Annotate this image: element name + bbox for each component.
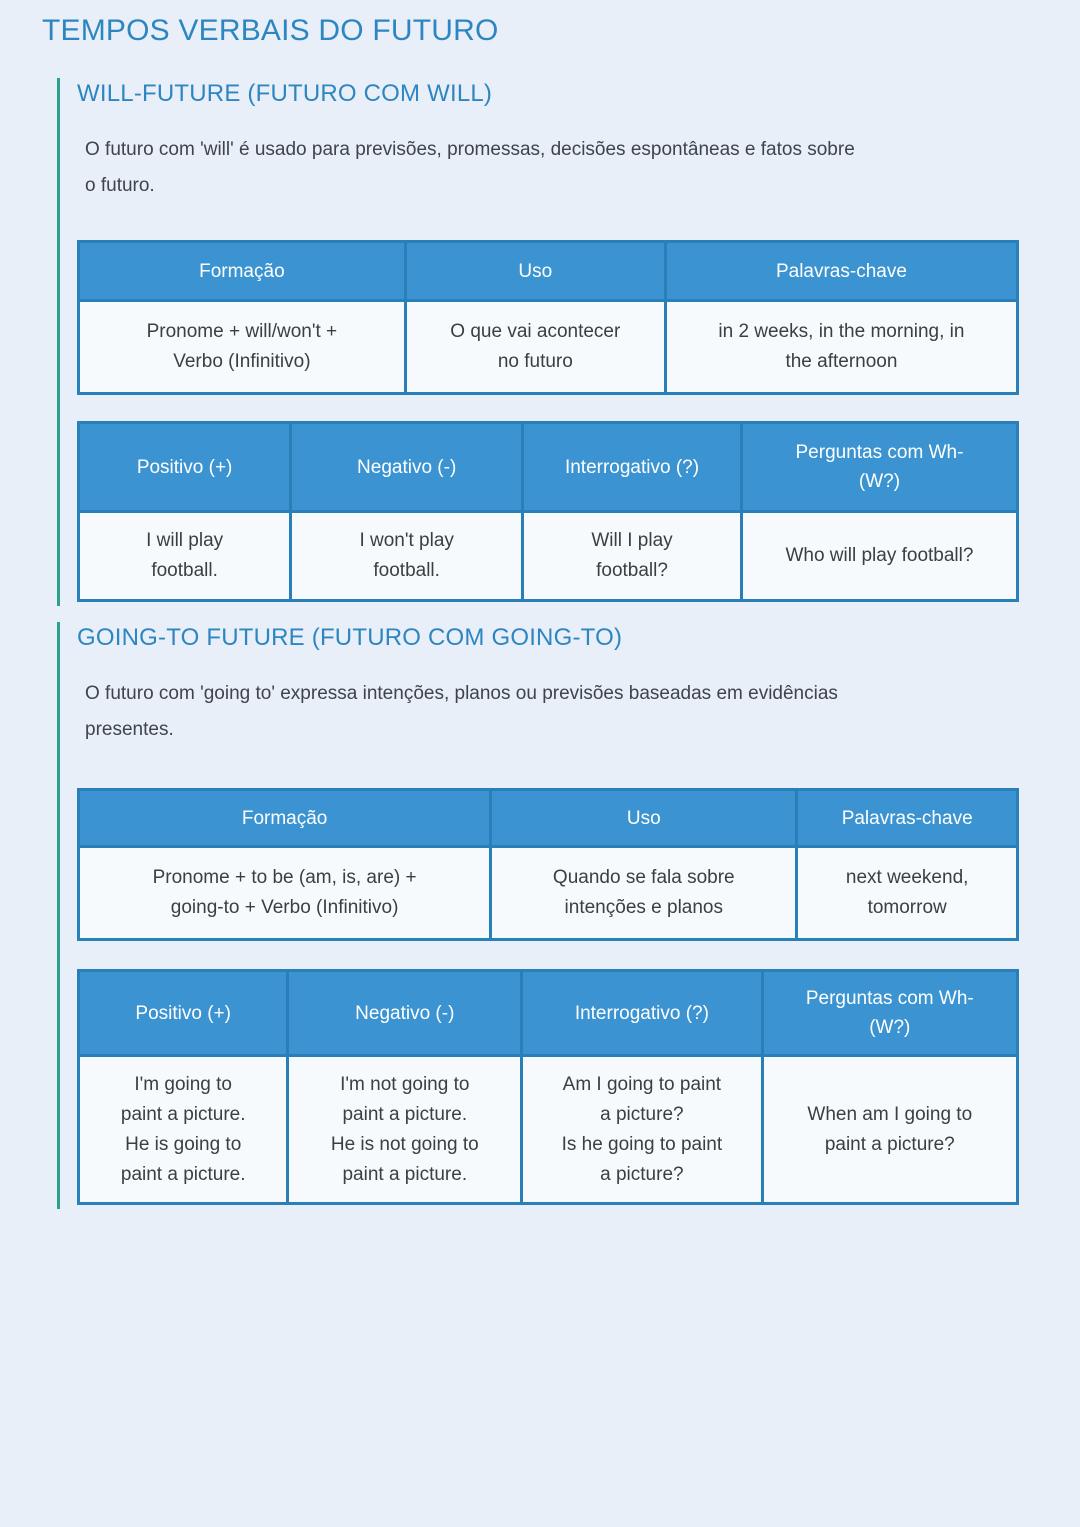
header-cell-positivo: Positivo (+)	[76, 421, 293, 513]
header-cell-palavras-chave: Palavras-chave	[663, 240, 1020, 302]
table-header-row: Positivo (+) Negativo (-) Interrogativo …	[76, 421, 1020, 513]
header-cell-negativo: Negativo (-)	[286, 969, 524, 1057]
header-cell-negativo: Negativo (-)	[289, 421, 525, 513]
cell-uso: O que vai acontecer no futuro	[403, 299, 667, 395]
header-cell-formacao: Formação	[77, 240, 407, 302]
cell-perguntas-wh: When am I going to paint a picture?	[760, 1054, 1020, 1205]
table-row: Pronome + will/won't + Verbo (Infinitivo…	[77, 299, 1020, 395]
section-description: O futuro com 'will' é usado para previsõ…	[85, 139, 855, 196]
section-heading: WILL-FUTURE (FUTURO COM WILL)	[77, 80, 493, 107]
cell-negativo: I'm not going to paint a picture. He is …	[286, 1054, 524, 1205]
cell-positivo: I'm going to paint a picture. He is goin…	[76, 1054, 290, 1205]
section-description: O futuro com 'going to' expressa intençõ…	[85, 683, 838, 740]
will-formation-table: Formação Uso Palavras-chave Pronome + wi…	[77, 240, 1020, 395]
cell-formacao: Pronome + will/won't + Verbo (Infinitivo…	[77, 299, 407, 395]
table-header-row: Formação Uso Palavras-chave	[76, 788, 1019, 848]
header-cell-perguntas-wh: Perguntas com Wh- (W?)	[760, 969, 1020, 1057]
will-sentence-forms-table: Positivo (+) Negativo (-) Interrogativo …	[76, 421, 1020, 602]
section-will-future: WILL-FUTURE (FUTURO COM WILL) O futuro c…	[57, 78, 1020, 606]
cell-uso: Quando se fala sobre intenções e planos	[489, 845, 799, 941]
cell-interrogativo: Am I going to paint a picture? Is he goi…	[520, 1054, 764, 1205]
cell-formacao: Pronome + to be (am, is, are) + going-to…	[76, 845, 493, 941]
cell-perguntas-wh: Who will play football?	[739, 510, 1020, 602]
section-heading: GOING-TO FUTURE (FUTURO COM GOING-TO)	[77, 624, 623, 651]
header-cell-formacao: Formação	[76, 788, 493, 848]
header-cell-interrogativo: Interrogativo (?)	[520, 969, 764, 1057]
header-cell-perguntas-wh: Perguntas com Wh- (W?)	[739, 421, 1020, 513]
table-header-row: Positivo (+) Negativo (-) Interrogativo …	[76, 969, 1020, 1057]
cell-palavras-chave: next weekend, tomorrow	[795, 845, 1019, 941]
header-cell-uso: Uso	[489, 788, 799, 848]
cell-palavras-chave: in 2 weeks, in the morning, in the after…	[663, 299, 1020, 395]
page-title: TEMPOS VERBAIS DO FUTURO	[42, 14, 499, 47]
cell-positivo: I will play football.	[76, 510, 293, 602]
table-row: Pronome + to be (am, is, are) + going-to…	[76, 845, 1019, 941]
going-to-sentence-forms-table: Positivo (+) Negativo (-) Interrogativo …	[76, 969, 1020, 1205]
cell-negativo: I won't play football.	[289, 510, 525, 602]
cell-interrogativo: Will I play football?	[521, 510, 743, 602]
header-cell-uso: Uso	[403, 240, 667, 302]
section-going-to-future: GOING-TO FUTURE (FUTURO COM GOING-TO) O …	[57, 622, 1020, 1209]
header-cell-palavras-chave: Palavras-chave	[795, 788, 1019, 848]
table-row: I will play football. I won't play footb…	[76, 510, 1020, 602]
going-to-formation-table: Formação Uso Palavras-chave Pronome + to…	[76, 788, 1019, 941]
table-header-row: Formação Uso Palavras-chave	[77, 240, 1020, 302]
header-cell-interrogativo: Interrogativo (?)	[521, 421, 743, 513]
table-row: I'm going to paint a picture. He is goin…	[76, 1054, 1020, 1205]
header-cell-positivo: Positivo (+)	[76, 969, 290, 1057]
